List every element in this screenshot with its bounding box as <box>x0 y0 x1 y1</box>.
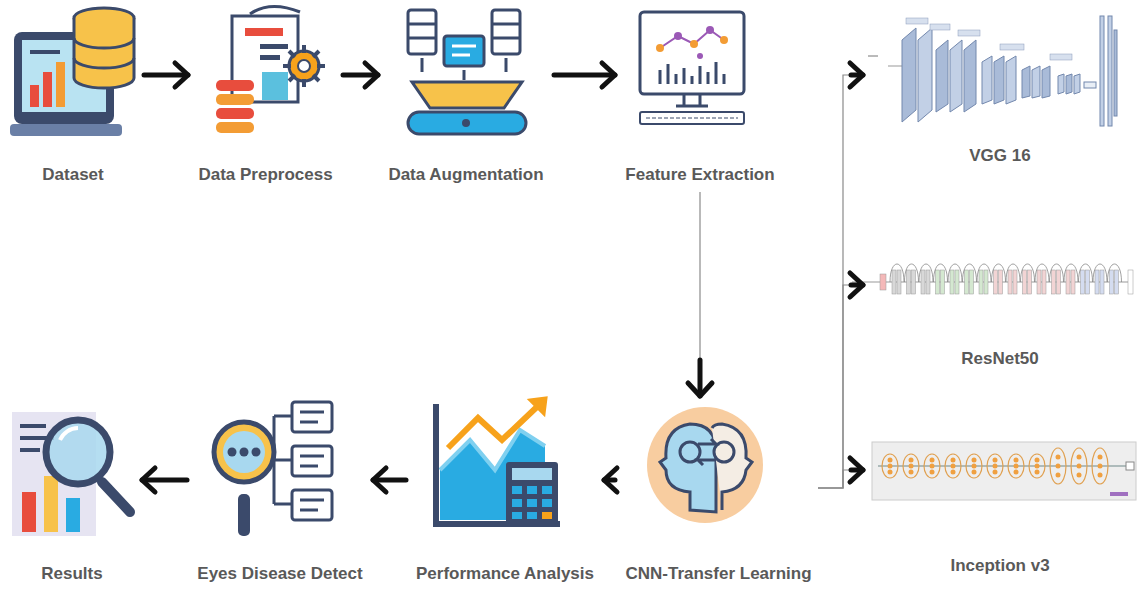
inception-image <box>872 442 1136 500</box>
step-label: Data Preprocess <box>198 165 332 184</box>
step-label: Eyes Disease Detect <box>197 564 362 583</box>
vgg16-image <box>868 16 1117 126</box>
step-label: Dataset <box>42 165 103 184</box>
process-step: ResNet50 <box>869 256 1131 372</box>
connector-line <box>818 75 851 488</box>
arrow-shaft <box>554 73 615 78</box>
label-row: Inception v3 <box>869 555 1131 577</box>
flow-arrow <box>343 63 378 87</box>
flow-arrow <box>818 273 863 488</box>
dataset-icon <box>10 8 134 136</box>
flow-arrow <box>818 63 863 488</box>
process-step: Dataset <box>8 6 138 188</box>
arrow-head <box>602 63 615 87</box>
label-row: Results <box>8 563 136 585</box>
label-row: ResNet50 <box>869 348 1131 370</box>
process-step: Inception v3 <box>869 436 1131 579</box>
flow-arrow <box>604 468 617 492</box>
arrow-head <box>373 468 386 492</box>
label-row: Dataset <box>8 164 138 186</box>
process-step: Eyes Disease Detect <box>193 398 367 587</box>
process-step: Results <box>8 400 136 587</box>
process-step: Data Augmentation <box>384 6 548 188</box>
process-step: Feature Extraction <box>621 6 779 188</box>
flow-arrow <box>144 63 188 87</box>
flow-arrow <box>142 468 187 492</box>
label-row: CNN-Transfer Learning <box>621 563 816 585</box>
connector-line <box>818 285 851 488</box>
label-row: Performance Analysis <box>412 563 598 585</box>
performance-icon <box>436 398 560 524</box>
arrow-shaft <box>144 73 188 78</box>
arrow-head <box>850 273 863 297</box>
connector-line <box>699 192 700 360</box>
augmentation-icon <box>408 10 526 134</box>
label-row: VGG 16 <box>869 145 1131 167</box>
label-row: Data Augmentation <box>384 164 548 186</box>
process-step: Data Preprocess <box>194 6 337 188</box>
eye-detect-icon <box>214 402 332 536</box>
arrow-head <box>365 63 378 87</box>
step-label: Inception v3 <box>950 556 1049 575</box>
flow-arrow <box>373 468 406 492</box>
label-row: Eyes Disease Detect <box>193 563 367 585</box>
flow-arrow <box>818 458 863 488</box>
step-label: CNN-Transfer Learning <box>625 564 811 583</box>
process-step: Performance Analysis <box>412 398 598 587</box>
flow-arrow <box>688 192 712 396</box>
connector-line <box>818 470 851 488</box>
arrow-head <box>175 63 188 87</box>
arrow-head <box>604 468 617 492</box>
results-icon <box>12 412 130 536</box>
step-label: VGG 16 <box>969 146 1030 165</box>
resnet50-image <box>852 264 1133 294</box>
preprocess-icon <box>216 6 325 133</box>
step-label: Performance Analysis <box>416 564 594 583</box>
step-label: Feature Extraction <box>625 165 774 184</box>
step-label: ResNet50 <box>961 349 1039 368</box>
transfer-learning-icon <box>647 407 763 523</box>
process-step: VGG 16 <box>869 8 1131 169</box>
step-label: Results <box>41 564 102 583</box>
arrow-head <box>142 468 155 492</box>
arrow-head <box>850 458 863 482</box>
process-step: CNN-Transfer Learning <box>621 400 816 587</box>
step-label: Data Augmentation <box>388 165 543 184</box>
arrow-shaft <box>142 478 187 483</box>
arrow-head <box>850 63 863 87</box>
arrow-head <box>688 383 712 396</box>
flow-arrow <box>554 63 615 87</box>
label-row: Feature Extraction <box>621 164 779 186</box>
feature-extraction-icon <box>640 12 744 124</box>
label-row: Data Preprocess <box>194 164 337 186</box>
